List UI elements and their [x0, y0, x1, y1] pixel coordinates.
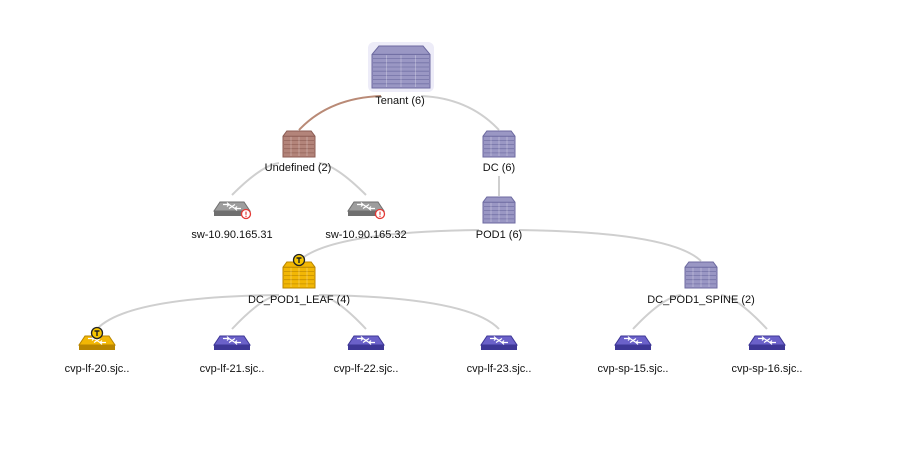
node-label: POD1 (6) [476, 229, 522, 241]
container-stack-icon [684, 261, 718, 289]
container-stack-icon [368, 42, 434, 92]
node-lf21[interactable]: cvp-lf-21.sjc.. [200, 335, 265, 375]
warning-icon [240, 208, 252, 220]
edge-leaf-lf20 [96, 294, 280, 330]
node-label: sw-10.90.165.31 [191, 229, 272, 241]
node-label: cvp-sp-16.sjc.. [732, 363, 803, 375]
node-label: DC_POD1_LEAF (4) [248, 294, 350, 306]
node-pod1[interactable]: POD1 (6) [476, 196, 522, 241]
node-sw31[interactable]: sw-10.90.165.31 [191, 201, 273, 241]
node-label: Undefined (2) [265, 162, 332, 174]
node-label: cvp-lf-22.sjc.. [334, 363, 399, 375]
node-label: sw-10.90.165.32 [325, 229, 406, 241]
node-label: cvp-lf-20.sjc.. [65, 363, 130, 375]
edge-undefined-sw32 [318, 162, 367, 196]
switch-icon [480, 335, 518, 350]
container-stack-icon [282, 261, 316, 289]
edge-spine-sp16 [720, 294, 768, 330]
edges-layer [96, 95, 768, 330]
node-label: cvp-lf-23.sjc.. [467, 363, 532, 375]
node-sp15[interactable]: cvp-sp-15.sjc.. [598, 335, 669, 375]
tenant-badge-icon [292, 253, 306, 267]
node-lf23[interactable]: cvp-lf-23.sjc.. [467, 335, 532, 375]
edge-pod1-leaf [298, 229, 480, 262]
switch-icon [347, 201, 385, 216]
edge-pod1-spine [518, 229, 702, 262]
node-tenant[interactable]: Tenant (6) [368, 42, 434, 107]
switch-icon [614, 335, 652, 350]
warning-icon [374, 208, 386, 220]
edge-undefined-sw31 [231, 162, 280, 196]
node-lf20[interactable]: cvp-lf-20.sjc.. [65, 326, 130, 376]
edge-leaf-lf23 [318, 294, 500, 330]
switch-icon [347, 335, 385, 350]
container-stack-icon [482, 196, 516, 224]
node-spine[interactable]: DC_POD1_SPINE (2) [647, 261, 755, 306]
node-label: DC_POD1_SPINE (2) [647, 294, 755, 306]
edge-leaf-lf21 [231, 294, 280, 330]
node-dc[interactable]: DC (6) [482, 130, 516, 174]
container-stack-icon [282, 130, 316, 158]
container-stack-icon [482, 130, 516, 158]
node-label: cvp-sp-15.sjc.. [598, 363, 669, 375]
switch-icon [213, 335, 251, 350]
node-undefined[interactable]: Undefined (2) [265, 130, 332, 174]
node-lf22[interactable]: cvp-lf-22.sjc.. [334, 335, 399, 375]
edge-tenant-undefined [298, 95, 382, 131]
node-label: Tenant (6) [375, 95, 425, 107]
switch-icon [748, 335, 786, 350]
node-label: cvp-lf-21.sjc.. [200, 363, 265, 375]
nodes-layer: Tenant (6) Undefined (2) DC (6) sw-10.90.16… [65, 42, 803, 376]
edge-spine-sp15 [632, 294, 682, 330]
edge-tenant-dc [420, 95, 500, 131]
node-sp16[interactable]: cvp-sp-16.sjc.. [732, 335, 803, 375]
node-sw32[interactable]: sw-10.90.165.32 [325, 201, 407, 241]
node-leaf[interactable]: DC_POD1_LEAF (4) [248, 253, 350, 307]
tenant-badge-icon [90, 326, 104, 340]
node-label: DC (6) [483, 162, 515, 174]
